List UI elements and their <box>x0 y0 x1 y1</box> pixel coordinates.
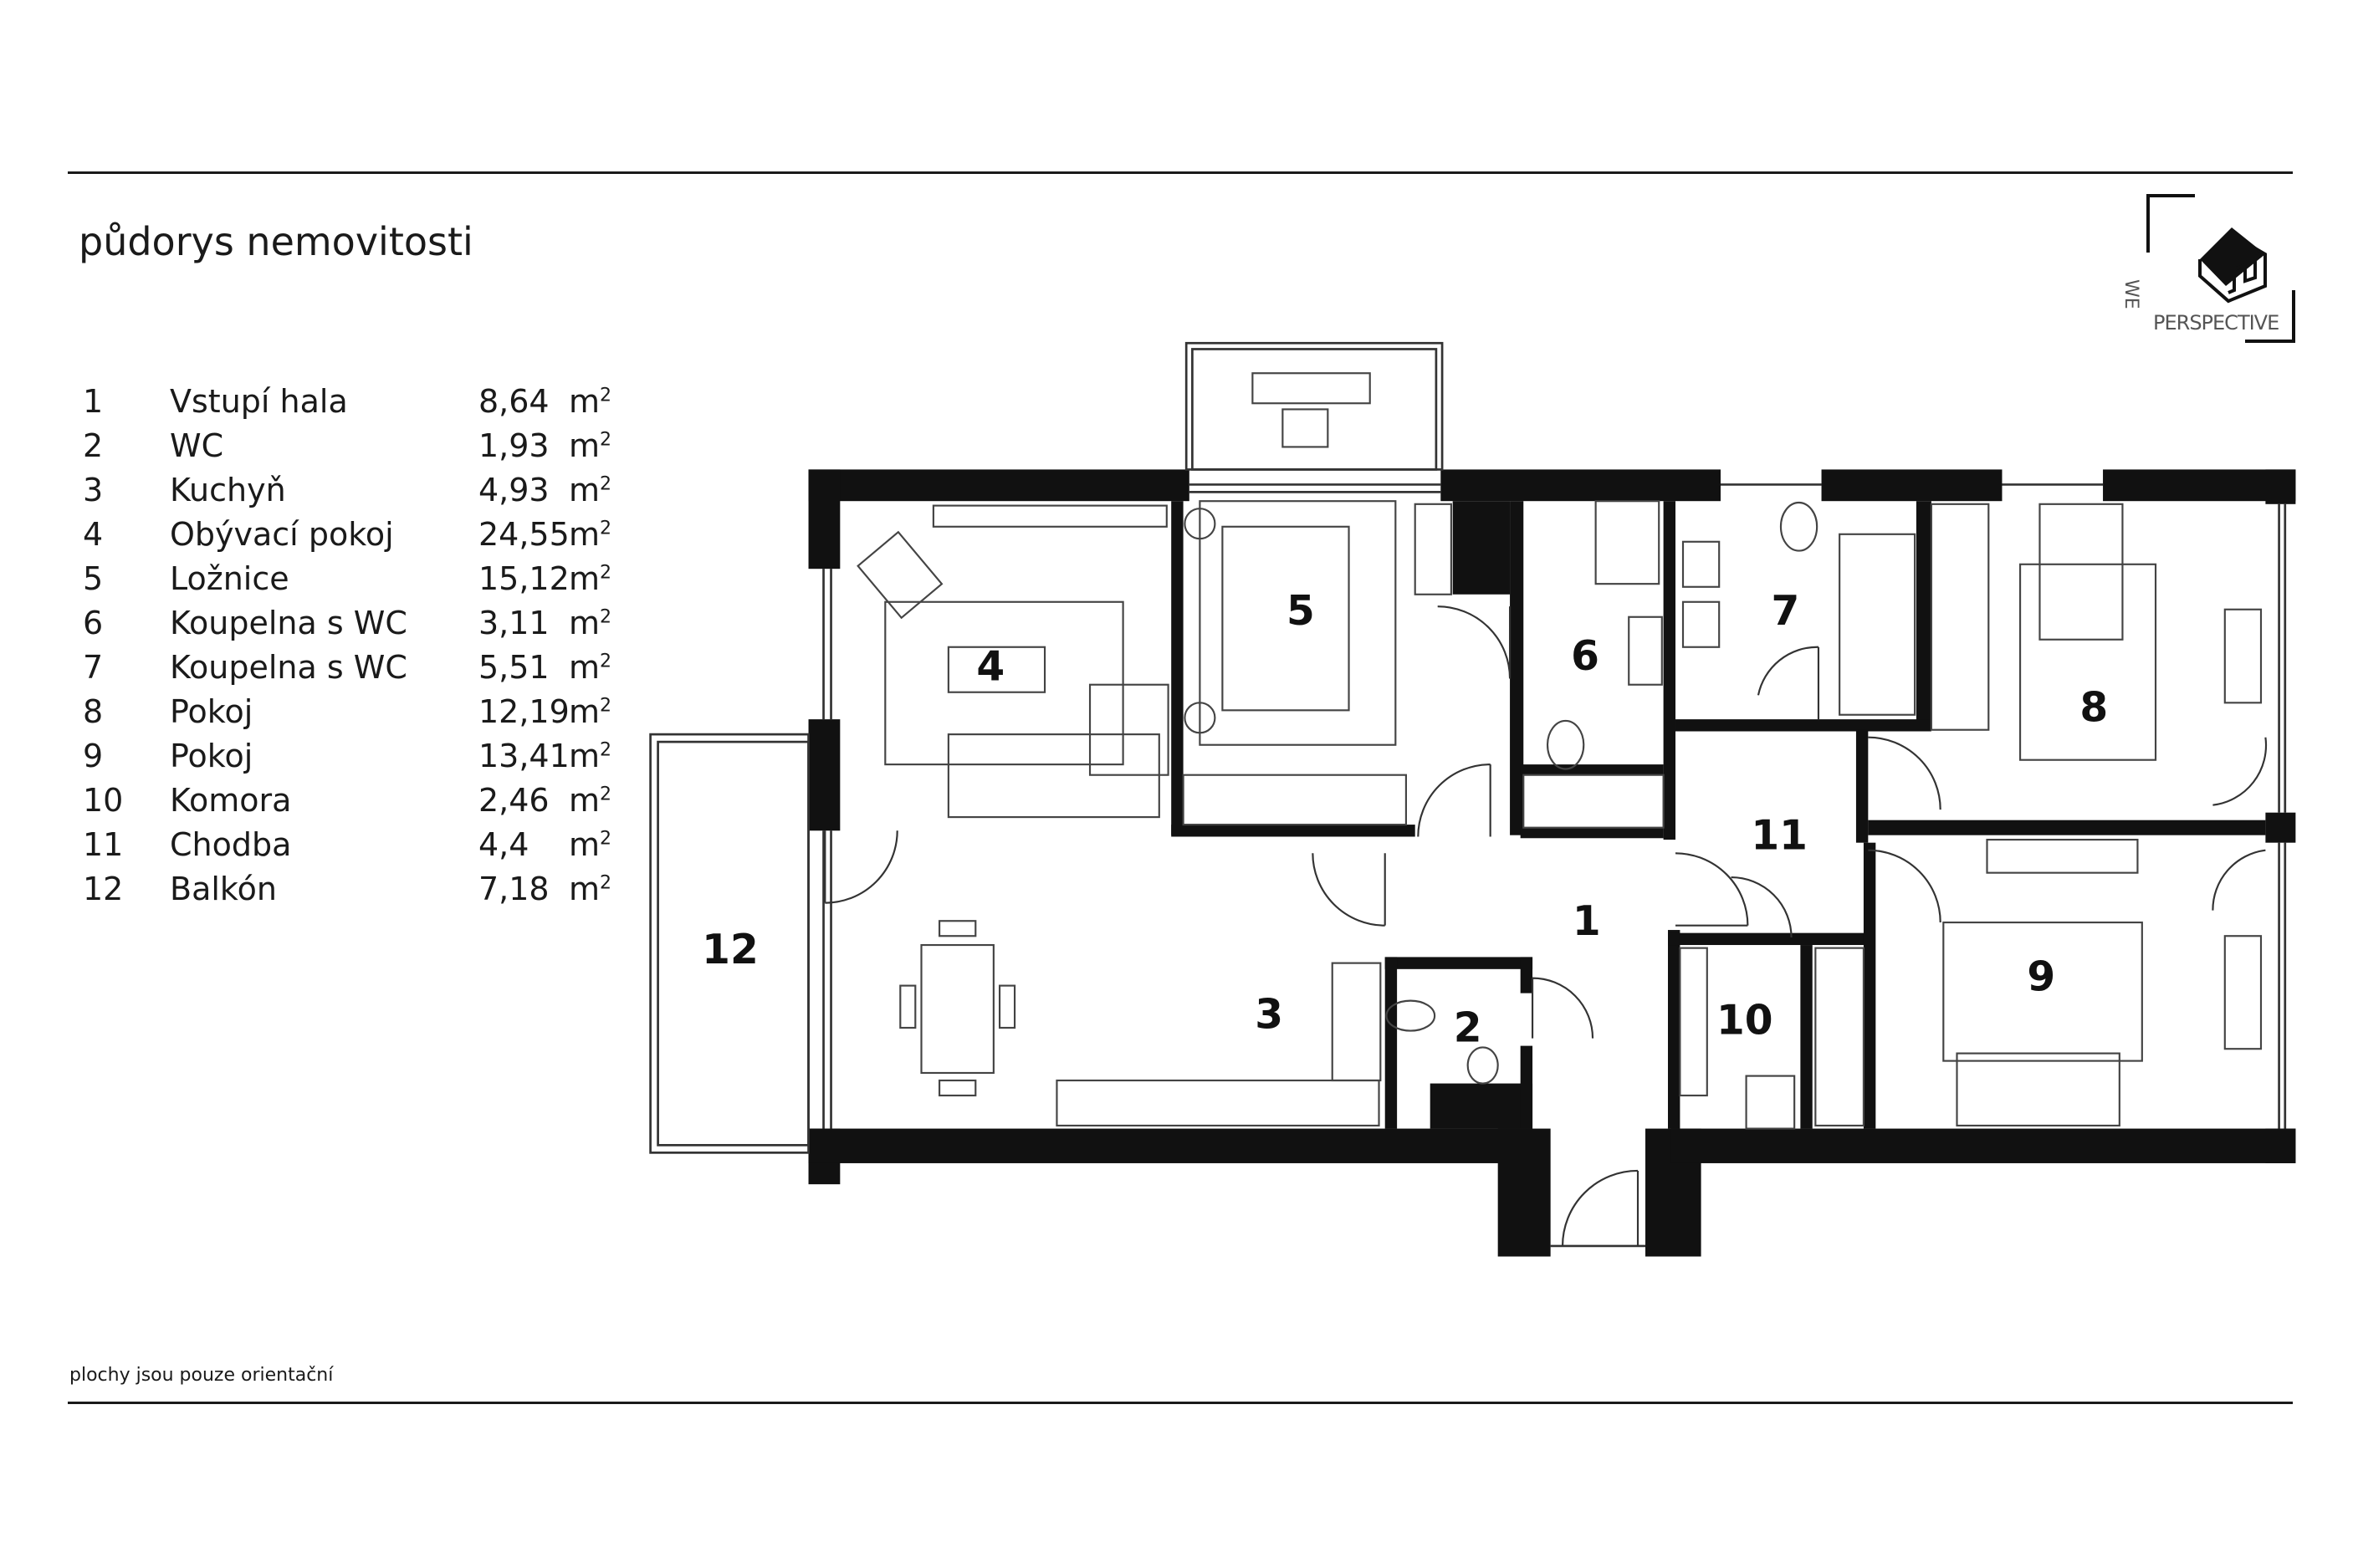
area-unit: m2 <box>569 383 611 420</box>
room-name: Pokoj <box>170 693 253 730</box>
area-unit: m2 <box>569 782 611 819</box>
room-area: 12,19 <box>478 693 570 730</box>
unit: m <box>569 472 601 508</box>
unit: m <box>569 871 601 907</box>
unit-exponent: 2 <box>600 739 612 761</box>
room-number-6: 6 <box>1571 633 1599 680</box>
room-number: 6 <box>83 605 104 641</box>
room-area: 4,93 <box>478 472 550 508</box>
unit: m <box>569 693 601 730</box>
room-number-4: 4 <box>976 644 1005 691</box>
room-name: Koupelna s WC <box>170 605 407 641</box>
unit: m <box>569 738 601 774</box>
room-number: 12 <box>83 871 124 907</box>
room-number-9: 9 <box>2027 953 2055 1000</box>
room-name: Komora <box>170 782 292 819</box>
unit-exponent: 2 <box>600 473 612 495</box>
footer-note: plochy jsou pouze orientační <box>69 1365 334 1386</box>
room-name: Vstupí hala <box>170 383 348 420</box>
furniture <box>857 372 2263 1130</box>
room-number-8: 8 <box>2079 684 2108 731</box>
unit: m <box>569 649 601 686</box>
room-number-10: 10 <box>1716 998 1773 1044</box>
unit: m <box>569 560 601 597</box>
windows-and-balconies <box>649 341 2287 1248</box>
room-number: 5 <box>83 560 104 597</box>
page-title: půdorys nemovitosti <box>79 219 473 264</box>
unit-exponent: 2 <box>600 872 612 894</box>
house-logo-icon <box>2146 194 2295 343</box>
area-unit: m2 <box>569 693 611 730</box>
room-name: Koupelna s WC <box>170 649 407 686</box>
unit-exponent: 2 <box>600 562 612 584</box>
unit-exponent: 2 <box>600 385 612 406</box>
room-name: Pokoj <box>170 738 253 774</box>
room-number: 11 <box>83 826 124 863</box>
area-unit: m2 <box>569 472 611 508</box>
unit-exponent: 2 <box>600 651 612 672</box>
room-name: Kuchyň <box>170 472 286 508</box>
top-rule <box>68 171 2293 174</box>
logo-text-perspective: PERSPECTIVE <box>2153 311 2279 335</box>
room-area: 24,55 <box>478 516 570 553</box>
room-number: 7 <box>83 649 104 686</box>
room-name: Chodba <box>170 826 292 863</box>
area-unit: m2 <box>569 649 611 686</box>
unit: m <box>569 826 601 863</box>
unit-exponent: 2 <box>600 518 612 539</box>
unit: m <box>569 605 601 641</box>
room-name: WC <box>170 427 224 464</box>
room-number-1: 1 <box>1573 898 1601 945</box>
room-numbers: 1 2 3 4 5 6 7 8 9 10 11 12 <box>702 588 2108 1051</box>
room-number-7: 7 <box>1771 588 1799 635</box>
unit: m <box>569 516 601 553</box>
room-number-12: 12 <box>702 927 759 973</box>
unit-exponent: 2 <box>600 828 612 850</box>
area-unit: m2 <box>569 516 611 553</box>
room-area: 4,4 <box>478 826 529 863</box>
room-area: 15,12 <box>478 560 570 597</box>
room-number: 10 <box>83 782 124 819</box>
area-unit: m2 <box>569 826 611 863</box>
room-area: 8,64 <box>478 383 550 420</box>
unit-exponent: 2 <box>600 606 612 628</box>
unit-exponent: 2 <box>600 695 612 717</box>
doors <box>824 605 2268 1246</box>
room-number: 1 <box>83 383 104 420</box>
room-number-2: 2 <box>1454 1005 1482 1052</box>
unit: m <box>569 782 601 819</box>
room-number-3: 3 <box>1255 991 1283 1038</box>
area-unit: m2 <box>569 560 611 597</box>
room-name: Ložnice <box>170 560 289 597</box>
room-area: 13,41 <box>478 738 570 774</box>
room-area: 1,93 <box>478 427 550 464</box>
interior-walls <box>1171 501 2266 1129</box>
unit-exponent: 2 <box>600 784 612 805</box>
area-unit: m2 <box>569 871 611 907</box>
unit-exponent: 2 <box>600 429 612 451</box>
room-number-5: 5 <box>1286 588 1315 635</box>
area-unit: m2 <box>569 427 611 464</box>
room-number-11: 11 <box>1751 812 1808 859</box>
unit: m <box>569 427 601 464</box>
room-area: 7,18 <box>478 871 550 907</box>
area-unit: m2 <box>569 738 611 774</box>
area-unit: m2 <box>569 605 611 641</box>
room-number: 2 <box>83 427 104 464</box>
room-area: 5,51 <box>478 649 550 686</box>
room-number: 8 <box>83 693 104 730</box>
logo: WE PERSPECTIVE <box>2120 194 2295 345</box>
bottom-rule <box>68 1402 2293 1404</box>
room-name: Obývací pokoj <box>170 516 394 553</box>
room-name: Balkón <box>170 871 277 907</box>
room-number: 4 <box>83 516 104 553</box>
unit: m <box>569 383 601 420</box>
outer-walls <box>808 469 2296 1257</box>
room-number: 9 <box>83 738 104 774</box>
room-area: 3,11 <box>478 605 550 641</box>
room-area: 2,46 <box>478 782 550 819</box>
room-number: 3 <box>83 472 104 508</box>
